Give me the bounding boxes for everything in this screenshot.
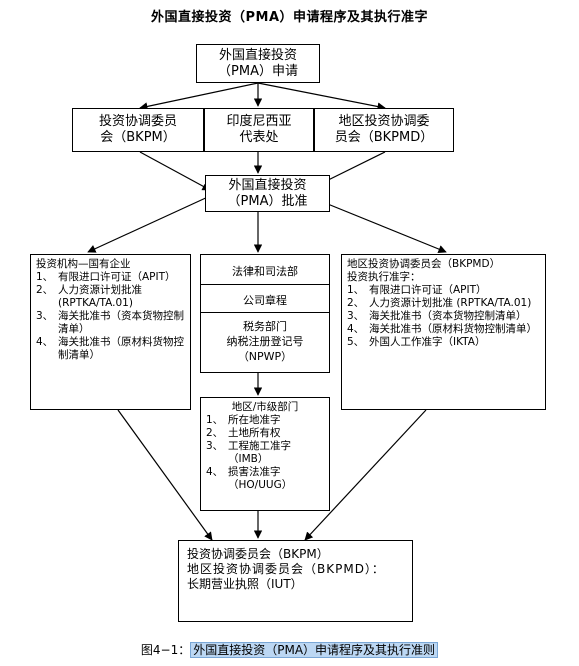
middle-departments-column: 法律和司法部 公司章程 税务部门 纳税注册登记号 （NPWP） (200, 254, 330, 373)
regional-dept-list: 1、所在地准字 2、土地所有权 3、工程施工准字（IMB） 4、损害法准字（HO… (206, 414, 324, 492)
list-item: 1、所在地准字 (206, 414, 281, 426)
company-charter-cell: 公司章程 (201, 285, 329, 313)
arrow-approve-to-left (87, 195, 211, 253)
list-item: 4、损害法准字（HO/UUG） (206, 466, 293, 491)
list-item: 1、有限进口许可证（APIT） (36, 271, 176, 283)
bkpmd-box: 地区投资协调委 员会（BKPMD） (314, 108, 454, 152)
regional-dept-heading: 地区/市级部门 (231, 401, 299, 413)
final-line-bkpm: 投资协调委员会（BKPM） (187, 547, 329, 561)
list-item: 5、外国人工作准字（IKTA） (347, 336, 486, 348)
regional-city-department-box: 地区/市级部门 1、所在地准字 2、土地所有权 3、工程施工准字（IMB） 4、… (200, 397, 330, 511)
list-item: 4、海关批准书（原材料货物控制清单） (347, 323, 537, 335)
left-panel-list: 1、有限进口许可证（APIT） 2、人力资源计划批准 (RPTKA/TA.01)… (36, 271, 185, 362)
figure-caption: 图4−1：外国直接投资（PMA）申请程序及其执行准则 (0, 641, 579, 658)
list-item: 2、人力资源计划批准 (RPTKA/TA.01) (347, 297, 532, 309)
final-license-box: 投资协调委员会（BKPM） 地区投资协调委员会（BKPMD）： 长期营业执照（I… (178, 540, 413, 622)
final-line-bkpmd: 地区投资协调委员会（BKPMD）： (187, 562, 385, 576)
list-item: 3、海关批准书（资本货物控制清单） (347, 310, 527, 322)
final-line-iut: 长期营业执照（IUT） (187, 577, 303, 591)
caption-prefix: 图4−1： (140, 643, 191, 657)
arrow-right-to-final (304, 409, 427, 541)
right-panel-list: 1、有限进口许可证（APIT） 2、人力资源计划批准 (RPTKA/TA.01)… (347, 284, 540, 349)
list-item: 2、土地所有权 (206, 427, 281, 439)
tax-department-cell: 税务部门 纳税注册登记号 （NPWP） (226, 320, 304, 363)
arrow-approve-to-right (307, 195, 447, 254)
caption-text: 外国直接投资（PMA）申请程序及其执行准则 (190, 642, 439, 658)
bkpm-box: 投资协调委员 会（BKPM） (72, 108, 204, 152)
right-panel-bkpmd-permits: 地区投资协调委员会（BKPMD） 投资执行准字： 1、有限进口许可证（APIT）… (341, 254, 546, 410)
arrow-apply-to-bkpm (139, 82, 259, 111)
arrow-apply-to-bkpmd (257, 82, 386, 111)
arrow-bkpm-to-approve (139, 151, 211, 191)
list-item: 3、工程施工准字（IMB） (206, 440, 291, 465)
list-item: 2、人力资源计划批准 (RPTKA/TA.01) (36, 284, 142, 309)
indonesia-rep-box: 印度尼西亚 代表处 (204, 108, 314, 152)
right-panel-heading: 地区投资协调委员会（BKPMD） (347, 258, 501, 270)
pma-approve-box: 外国直接投资 （PMA）批准 (205, 175, 330, 212)
right-panel-subheading: 投资执行准字： (347, 271, 421, 283)
left-panel-heading: 投资机构—国有企业 (36, 258, 131, 270)
list-item: 1、有限进口许可证（APIT） (347, 284, 487, 296)
left-panel-state-enterprise: 投资机构—国有企业 1、有限进口许可证（APIT） 2、人力资源计划批准 (RP… (30, 254, 191, 410)
pma-apply-box: 外国直接投资 （PMA）申请 (196, 44, 320, 83)
list-item: 4、海关批准书（原材料货物控制清单） (36, 336, 184, 361)
law-ministry-cell: 法律和司法部 (201, 255, 329, 285)
arrow-left-to-final (117, 409, 213, 541)
list-item: 3、海关批准书（资本货物控制清单） (36, 310, 184, 335)
page-title: 外国直接投资（PMA）申请程序及其执行准字 (150, 10, 429, 25)
